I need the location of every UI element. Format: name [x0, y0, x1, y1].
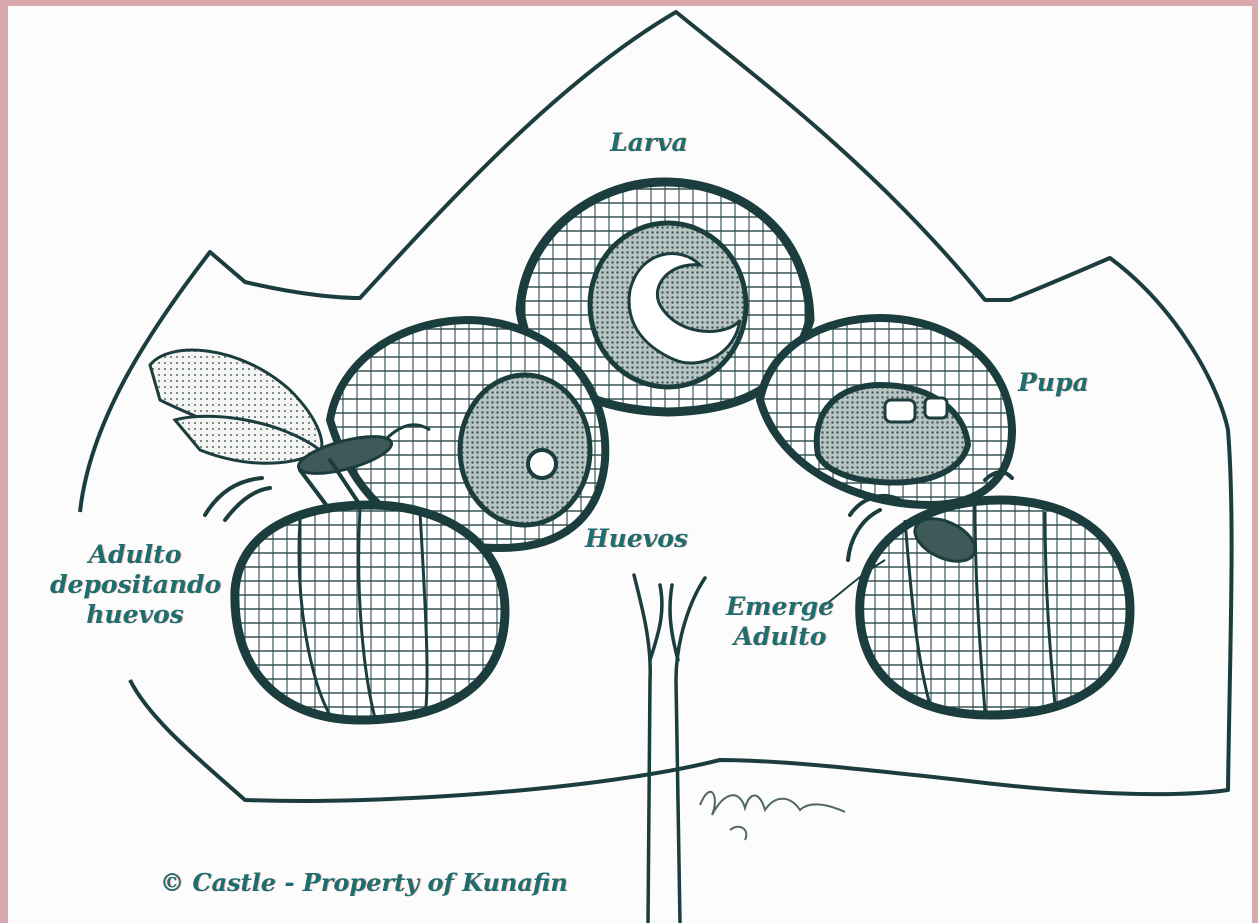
label-adulto-line1: Adulto — [50, 540, 220, 570]
artist-signature — [700, 792, 845, 840]
gall-emergence — [848, 472, 1130, 715]
copyright-credit: © Castle - Property of Kunafin — [160, 868, 568, 898]
gall-oviposition — [235, 505, 505, 720]
label-adulto-line2: depositando — [50, 570, 220, 600]
leaf-stem — [634, 575, 705, 923]
label-huevos: Huevos — [585, 524, 688, 554]
gall-pupa — [760, 318, 1012, 505]
label-adulto-line3: huevos — [50, 600, 220, 630]
label-larva: Larva — [610, 128, 688, 158]
label-pupa: Pupa — [1018, 368, 1089, 398]
label-emerge-adulto: Emerge Adulto — [715, 592, 845, 652]
label-adulto-depositando-huevos: Adulto depositando huevos — [50, 540, 220, 630]
label-emerge-line2: Adulto — [715, 622, 845, 652]
label-emerge-line1: Emerge — [715, 592, 845, 622]
